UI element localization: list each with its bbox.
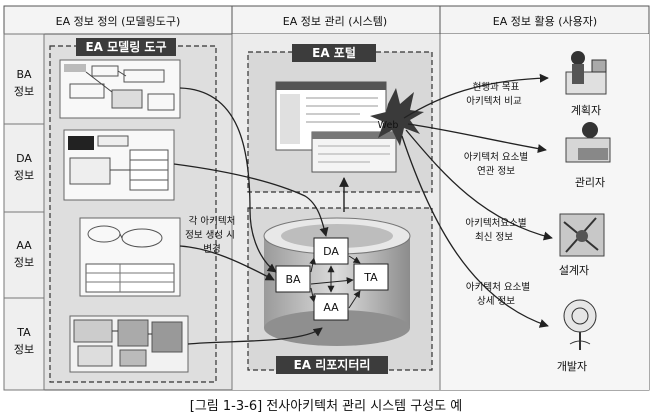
flow-label-2a: 아키텍처 요소별 bbox=[464, 151, 528, 163]
modeling-tool-title: EA 모델링 도구 bbox=[85, 39, 166, 54]
modeling-tool-banner bbox=[76, 38, 176, 56]
manager-figure-icon bbox=[565, 122, 611, 163]
flow-label-4a: 아키텍처 요소별 bbox=[466, 281, 530, 293]
repo-internal-arrows bbox=[309, 255, 361, 309]
change-note-line1: 각 아키텍처 bbox=[189, 215, 236, 227]
portal-title: EA 포털 bbox=[312, 45, 356, 60]
flow-label-1b: 아키텍처 비교 bbox=[466, 95, 522, 107]
flow-label-4b: 상세 정보 bbox=[477, 296, 515, 307]
flow-label-3a: 아키텍처요소별 bbox=[465, 217, 526, 229]
role-manager: 관리자 bbox=[575, 176, 605, 189]
user-flow-arrows bbox=[401, 73, 553, 328]
row-label-ba-sub: 정보 bbox=[14, 85, 34, 98]
web-burst-icon bbox=[370, 88, 424, 146]
ta-model-thumbnail bbox=[69, 315, 189, 373]
header-bar bbox=[3, 5, 650, 35]
column-header-manage: EA 정보 관리 (시스템) bbox=[283, 15, 387, 28]
web-label: Web bbox=[378, 120, 399, 131]
developer-figure-icon bbox=[563, 299, 597, 350]
repo-box-aa bbox=[313, 293, 349, 321]
designer-figure-icon bbox=[559, 213, 605, 257]
repo-box-ta-label: TA bbox=[363, 271, 378, 284]
repository-banner bbox=[276, 356, 388, 374]
aa-model-thumbnail bbox=[79, 217, 181, 297]
role-planner: 계획자 bbox=[571, 104, 601, 117]
repo-box-ba bbox=[275, 265, 311, 293]
column-use-bg bbox=[440, 34, 649, 390]
repository-title: EA 리포지터리 bbox=[294, 357, 371, 372]
row-label-ta: TA bbox=[16, 326, 31, 339]
row-label-da-sub: 정보 bbox=[14, 169, 34, 182]
row-label-aa-sub: 정보 bbox=[14, 256, 34, 269]
repo-box-ba-label: BA bbox=[285, 273, 301, 286]
row-label-ta-sub: 정보 bbox=[14, 343, 34, 356]
column-header-define: EA 정보 정의 (모델링도구) bbox=[56, 15, 181, 28]
portal-banner bbox=[292, 44, 376, 62]
change-note-line2: 정보 생성 시 bbox=[185, 230, 235, 241]
row-label-aa: AA bbox=[16, 239, 32, 252]
portal-screenshot bbox=[275, 81, 397, 173]
model-to-repo-arrows bbox=[173, 87, 329, 345]
figure-caption: [그림 1-3-6] 전사아키텍처 관리 시스템 구성도 예 bbox=[190, 399, 462, 414]
row-label-ba: BA bbox=[16, 68, 32, 81]
repo-box-aa-label: AA bbox=[323, 301, 339, 314]
flow-label-2b: 연관 정보 bbox=[477, 166, 515, 177]
column-header-use: EA 정보 활용 (사용자) bbox=[493, 14, 597, 28]
ba-model-thumbnail bbox=[59, 59, 181, 119]
row-label-da: DA bbox=[16, 152, 32, 165]
planner-figure-icon bbox=[565, 51, 607, 95]
repo-box-da bbox=[313, 237, 349, 265]
flow-label-3b: 최신 정보 bbox=[475, 232, 513, 243]
role-designer: 설계자 bbox=[559, 264, 589, 277]
da-model-thumbnail bbox=[63, 129, 175, 201]
repo-box-da-label: DA bbox=[323, 245, 339, 258]
change-note-line3: 변경 bbox=[203, 243, 220, 255]
repo-box-ta bbox=[353, 263, 389, 291]
flow-label-1a: 현행과 목표 bbox=[473, 81, 520, 93]
role-developer: 개발자 bbox=[557, 360, 587, 373]
